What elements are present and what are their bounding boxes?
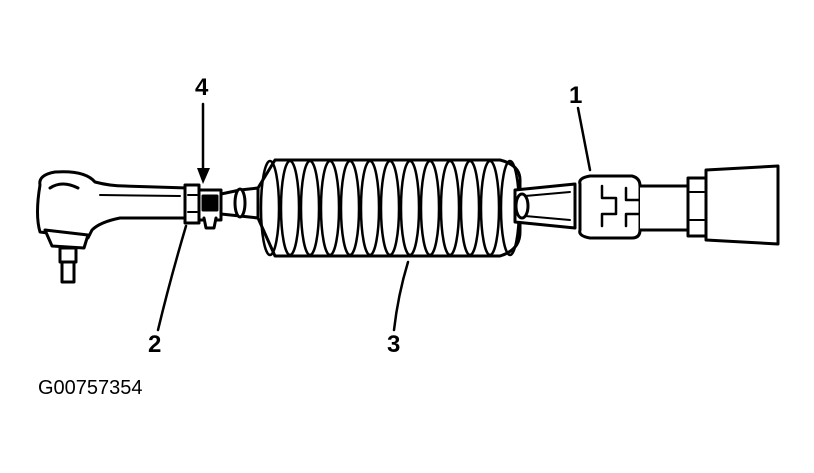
inner-tie-rod — [513, 182, 577, 230]
bellows-rib — [259, 159, 281, 257]
callout-1: 1 — [569, 82, 583, 109]
jam-nut — [183, 183, 201, 225]
bellows-rib — [399, 159, 421, 257]
bellows-rib — [279, 159, 301, 257]
bellows-outline — [256, 158, 522, 258]
bellows-rib — [319, 159, 341, 257]
rack-boot-bellows — [256, 158, 522, 258]
callout-2: 2 — [148, 331, 162, 358]
leader-arrow-4 — [197, 168, 210, 184]
rack-shaft — [638, 176, 708, 238]
tie-rod-shaft — [219, 186, 260, 220]
leader-line-1 — [576, 106, 592, 172]
callout-4: 4 — [195, 74, 209, 101]
outer-tie-rod-end — [36, 170, 190, 284]
bellows-rib — [379, 159, 401, 257]
boot-clamp — [197, 188, 223, 230]
bellows-rib — [359, 159, 381, 257]
bellows-rib — [299, 159, 321, 257]
bellows-rib — [339, 159, 361, 257]
bellows-rib — [479, 159, 501, 257]
leader-lines — [156, 102, 592, 332]
figure-id: G00757354 — [38, 377, 143, 399]
bellows-rib — [439, 159, 461, 257]
leader-line-3 — [392, 260, 410, 332]
inner-socket-housing — [578, 174, 642, 240]
steering-gear-housing — [704, 164, 780, 246]
bellows-rib — [419, 159, 441, 257]
leader-line-2 — [156, 224, 188, 332]
callout-3: 3 — [387, 331, 401, 358]
bellows-rib — [459, 159, 481, 257]
